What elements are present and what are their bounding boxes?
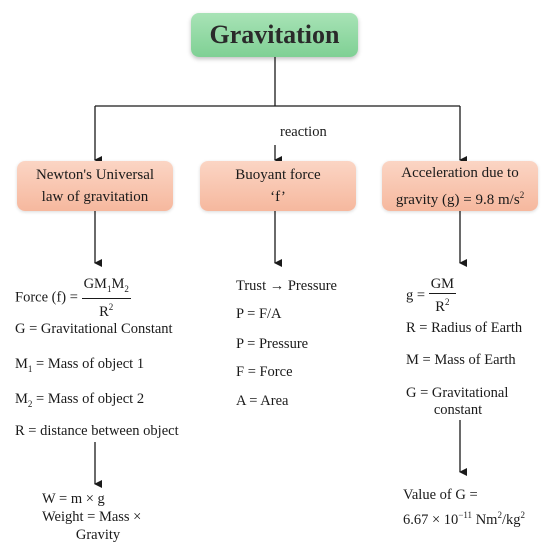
g-constant-line1: G = Gravitational xyxy=(406,385,509,401)
g-value-line2: 6.67 × 10−11 Nm2/kg2 xyxy=(403,510,525,528)
earth-mass-def: M = Mass of Earth xyxy=(406,352,516,368)
newton-law-box: Newton's Universal law of gravitation xyxy=(17,161,173,211)
title-text: Gravitation xyxy=(209,20,340,49)
area-def: A = Area xyxy=(236,393,289,409)
m1-def: M1 = Mass of object 1 xyxy=(15,356,145,374)
pressure-formula: P = F/A xyxy=(236,306,282,322)
earth-radius-def: R = Radius of Earth xyxy=(406,320,523,336)
newton-box-line1: Newton's Universal xyxy=(35,167,155,183)
weight-definition-line2: Gravity xyxy=(75,527,121,543)
pressure-def: P = Pressure xyxy=(236,336,309,352)
right-arrow-icon: → xyxy=(269,278,285,294)
m2-def: M2 = Mass of object 2 xyxy=(15,391,145,409)
buoyant-force-box: Buoyant force ‘f’ xyxy=(200,161,356,211)
gravitational-constant-def: G = Gravitational Constant xyxy=(15,321,173,337)
reaction-label: reaction xyxy=(280,124,327,140)
r-distance-def: R = distance between object xyxy=(15,423,179,439)
title-box: Gravitation xyxy=(191,13,358,57)
acceleration-box: Acceleration due to gravity (g) = 9.8 m/… xyxy=(382,161,538,211)
g-constant-line2: constant xyxy=(433,402,483,418)
buoyant-box-line1: Buoyant force xyxy=(235,167,321,183)
buoyant-box-line2: ‘f’ xyxy=(270,189,286,205)
weight-definition-line1: Weight = Mass × xyxy=(42,509,142,525)
accel-box-line2: gravity (g) = 9.8 m/s2 xyxy=(395,189,525,208)
newton-box-line2: law of gravitation xyxy=(41,189,149,205)
accel-box-line1: Acceleration due to xyxy=(401,164,519,181)
trust-pressure: Trust → Pressure xyxy=(236,278,337,294)
weight-equation: W = m × g xyxy=(42,491,105,507)
g-value-line1: Value of G = xyxy=(403,487,478,503)
force-def: F = Force xyxy=(236,364,293,380)
